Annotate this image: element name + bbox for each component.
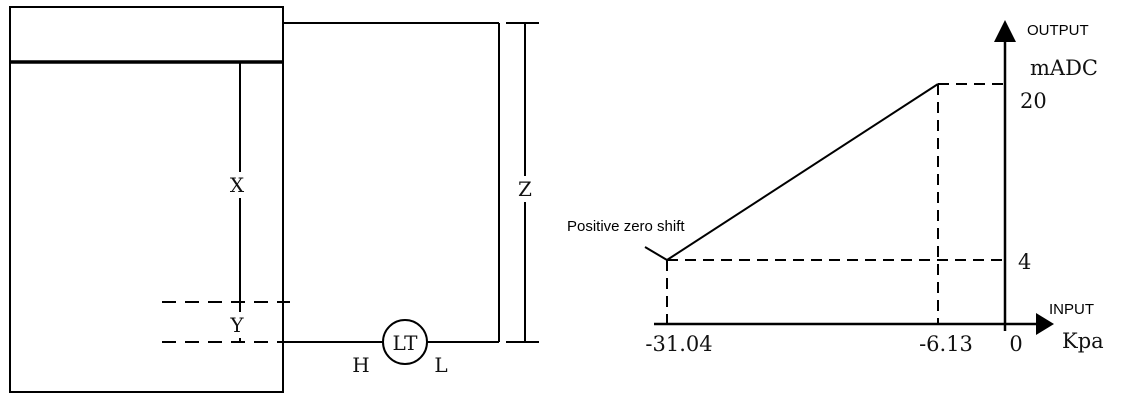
dimension-label-x: X [230,173,245,197]
x-axis-arrow [1036,313,1054,335]
transmitter-label: LT [393,331,419,355]
x-axis-unit: Kpa [1062,329,1104,353]
high-side-label: H [352,353,369,377]
y-tick-label-20: 20 [1020,89,1047,113]
tank-diagram: LT H L X Y Z [9,6,539,393]
y-axis-title: OUTPUT [1027,22,1089,39]
level-transmitter-symbol [382,319,428,365]
x-tick-label-zero: 0 [1009,332,1022,356]
label-x-knockout [228,172,252,198]
x-axis-title: INPUT [1049,301,1094,318]
chart-guides [666,83,1005,324]
y-tick-label-4: 4 [1018,250,1031,274]
chart-marks [666,83,939,261]
annotation-leader [644,246,668,261]
tank-outline [9,6,284,393]
characteristic-chart: OUTPUT mADC INPUT Kpa -31.04 -6.13 0 20 … [567,20,1104,356]
dimension-label-y: Y [229,313,244,337]
label-z-knockout [513,176,537,202]
label-y-knockout [228,312,252,338]
dimension-label-z: Z [518,177,532,201]
x-tick-label-high: -6.13 [919,332,973,356]
low-side-label: L [434,353,447,377]
y-axis-unit: mADC [1030,56,1098,80]
x-tick-label-low: -31.04 [645,332,712,356]
series-line-segment [666,83,939,261]
zero-shift-annotation: Positive zero shift [567,218,685,235]
y-axis-arrow [994,20,1016,42]
